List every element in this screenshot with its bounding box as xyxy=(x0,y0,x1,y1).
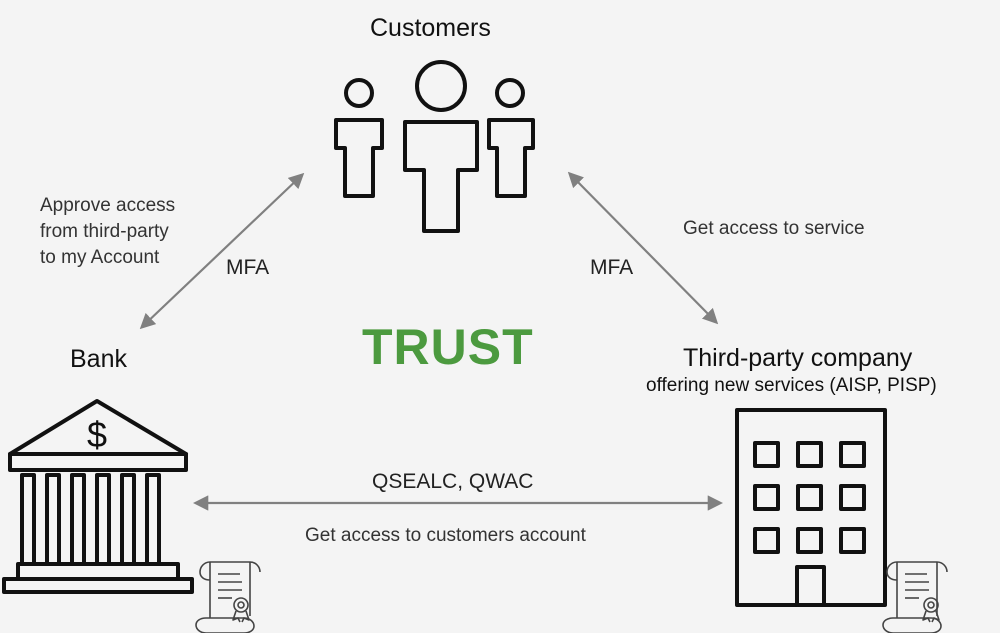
get-access-service-note: Get access to service xyxy=(683,218,865,239)
mfa-label-left: MFA xyxy=(226,256,270,279)
bank-label: Bank xyxy=(70,345,127,373)
customers-label: Customers xyxy=(370,14,491,42)
arrow-customers-bank xyxy=(139,172,305,330)
qsealc-qwac-label: QSEALC, QWAC xyxy=(372,470,534,493)
arrow-customers-third-party xyxy=(567,171,719,325)
office-building-icon xyxy=(735,408,887,607)
approve-access-line: from third-party xyxy=(40,221,169,242)
people-group-icon xyxy=(334,60,535,233)
third-party-label: Third-party company xyxy=(683,344,913,372)
certificate-scroll-icon xyxy=(195,561,261,633)
get-access-account-note: Get access to customers account xyxy=(305,525,586,546)
trust-label: TRUST xyxy=(362,319,534,375)
approve-access-line: Approve access xyxy=(40,195,176,216)
approve-access-note: Approve access from third-party to my Ac… xyxy=(40,193,175,271)
mfa-label-right: MFA xyxy=(590,256,634,279)
approve-access-line: to my Account xyxy=(40,247,160,268)
certificate-scroll-icon xyxy=(882,561,948,633)
third-party-sublabel: offering new services (AISP, PISP) xyxy=(646,375,937,396)
bank-building-icon xyxy=(2,399,194,594)
bank-dollar-symbol: $ xyxy=(87,414,107,455)
